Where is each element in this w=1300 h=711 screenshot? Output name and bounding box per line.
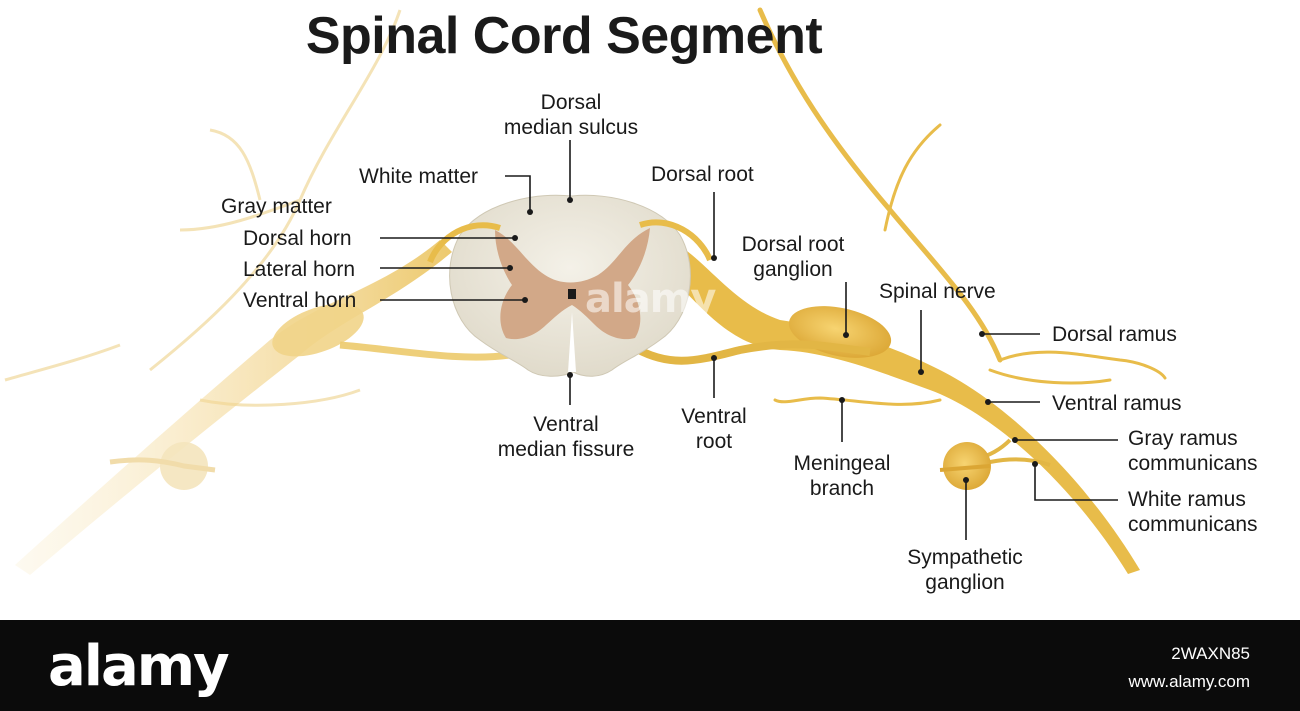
gray-matter-region [495, 228, 650, 340]
image-id: 2WAXN85 [1171, 644, 1250, 663]
brand-logo[interactable]: alamy [48, 634, 230, 699]
footer-bar: alamy 2WAXN85 www.alamy.com [0, 620, 1300, 711]
leader-dots [507, 197, 1038, 483]
label-spinal-nerve: Spinal nerve [879, 280, 996, 303]
right-spinal-nerve [640, 231, 1140, 574]
leader-lines [380, 140, 1118, 540]
label-ventral-ramus: Ventral ramus [1052, 392, 1182, 415]
ventral-median-fissure [568, 312, 576, 372]
label-ventral-horn: Ventral horn [243, 289, 357, 312]
left-spinal-nerve [15, 240, 452, 575]
watermark: alamy [585, 276, 716, 322]
right-ventral-root [627, 340, 871, 365]
label-white-matter: White matter [359, 165, 479, 188]
left-faded-nerves [4, 9, 402, 407]
right-nerve-branches [757, 7, 1167, 406]
label-lateral-horn: Lateral horn [243, 258, 356, 281]
diagram-title: Spinal Cord Segment [305, 7, 823, 65]
label-dorsal-ramus: Dorsal ramus [1052, 323, 1177, 346]
spinal-cord-cross-section [427, 194, 713, 377]
label-dorsal-root: Dorsal root [651, 163, 754, 186]
diagram-art [4, 7, 1167, 575]
left-ventral-root [339, 341, 511, 361]
label-dorsal-horn: Dorsal horn [243, 227, 352, 250]
central-canal [568, 289, 576, 299]
site-url[interactable]: www.alamy.com [1128, 672, 1250, 691]
label-gray-matter: Gray matter [221, 195, 332, 218]
